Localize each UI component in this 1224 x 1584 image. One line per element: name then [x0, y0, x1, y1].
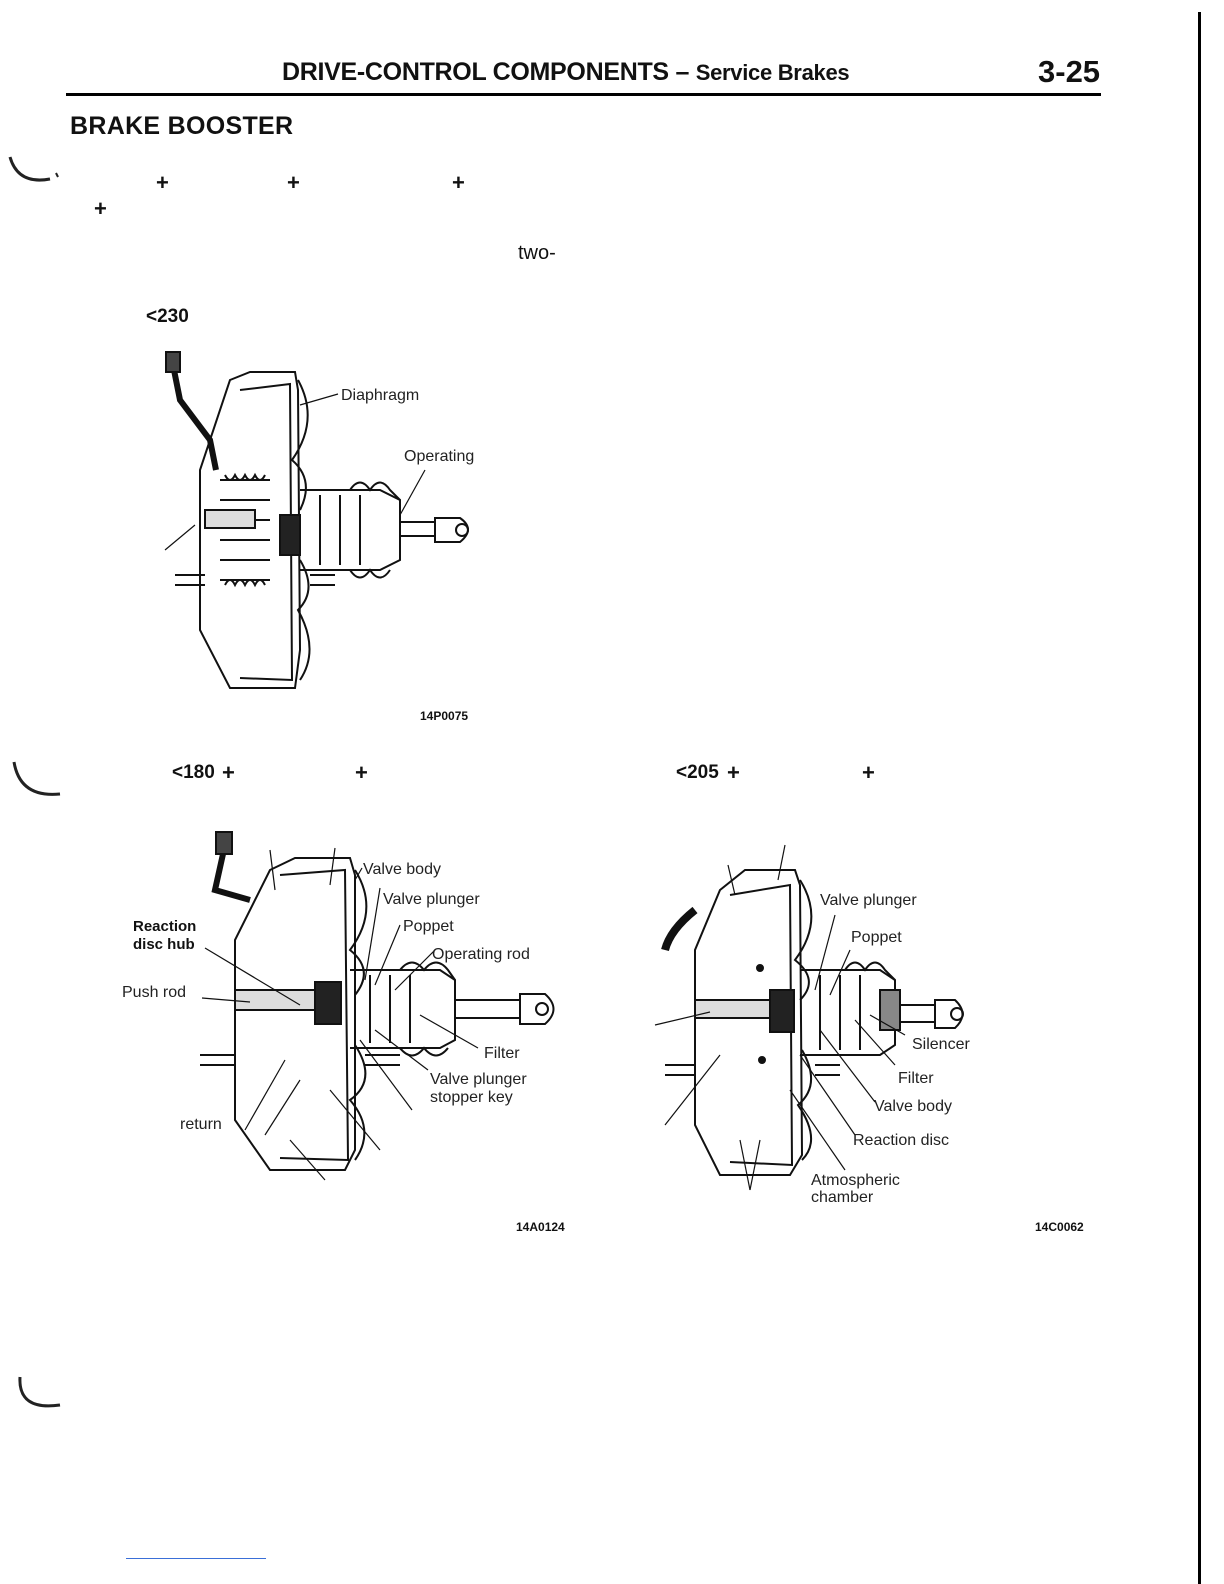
label-poppet: Poppet	[403, 918, 454, 935]
label-valve-plunger-stopper-line1: Valve plunger	[430, 1071, 527, 1088]
binding-mark-bottom	[18, 1376, 61, 1408]
figure-3-code: 14C0062	[1035, 1220, 1084, 1234]
text-fragment-205: <205	[676, 762, 719, 783]
label-valve-plunger-stopper-line2: stopper key	[430, 1089, 513, 1106]
plus-mark: +	[862, 760, 875, 785]
plus-mark: +	[156, 170, 169, 195]
text-fragment-180: <180	[172, 762, 215, 783]
label-reaction-disc-hub-line2: disc hub	[133, 936, 195, 953]
figure-2-code: 14A0124	[516, 1220, 565, 1234]
figure-1-booster-drawing	[164, 351, 469, 689]
binding-mark-top	[8, 156, 59, 182]
label-filter: Filter	[898, 1070, 934, 1087]
label-push-rod: Push rod	[122, 984, 187, 1001]
header-main-text: DRIVE-CONTROL COMPONENTS	[282, 58, 669, 86]
plus-mark: +	[727, 760, 740, 785]
plus-mark: +	[452, 170, 465, 195]
plus-mark: +	[222, 760, 235, 785]
text-fragment-230: <230	[146, 306, 189, 327]
label-atmospheric-chamber-line1: Atmospheric	[811, 1172, 900, 1189]
label-valve-body: Valve body	[874, 1098, 952, 1115]
header-rule	[66, 93, 1101, 96]
label-poppet: Poppet	[851, 929, 902, 946]
page-header-title: DRIVE-CONTROL COMPONENTS – Service Brake…	[282, 58, 850, 87]
label-valve-plunger: Valve plunger	[820, 892, 917, 909]
figure-3-booster-drawing	[654, 844, 964, 1191]
label-operating: Operating	[404, 448, 475, 465]
section-title: BRAKE BOOSTER	[70, 112, 294, 140]
page-number: 3-25	[1038, 54, 1101, 89]
label-filter: Filter	[484, 1045, 520, 1062]
header-sub-text: Service Brakes	[695, 60, 850, 85]
figure-1-code: 14P0075	[420, 709, 469, 723]
right-margin-rule	[1198, 12, 1201, 1584]
label-diaphragm: Diaphragm	[341, 387, 420, 404]
binding-mark-middle	[12, 761, 61, 796]
label-return: return	[180, 1116, 222, 1133]
label-valve-body: Valve body	[363, 861, 441, 878]
label-valve-plunger: Valve plunger	[383, 891, 480, 908]
label-operating-rod: Operating rod	[432, 946, 530, 963]
label-atmospheric-chamber-line2: chamber	[811, 1189, 874, 1206]
plus-mark: +	[355, 760, 368, 785]
footer-rule	[126, 1558, 266, 1559]
figure-2-booster-drawing	[200, 831, 555, 1181]
label-silencer: Silencer	[912, 1036, 970, 1053]
text-fragment-two: two-	[518, 242, 556, 264]
label-reaction-disc: Reaction disc	[853, 1132, 950, 1149]
label-reaction-disc-hub-line1: Reaction	[133, 918, 197, 935]
plus-mark: +	[94, 196, 107, 221]
plus-mark: +	[287, 170, 300, 195]
header-dash: –	[675, 58, 690, 86]
